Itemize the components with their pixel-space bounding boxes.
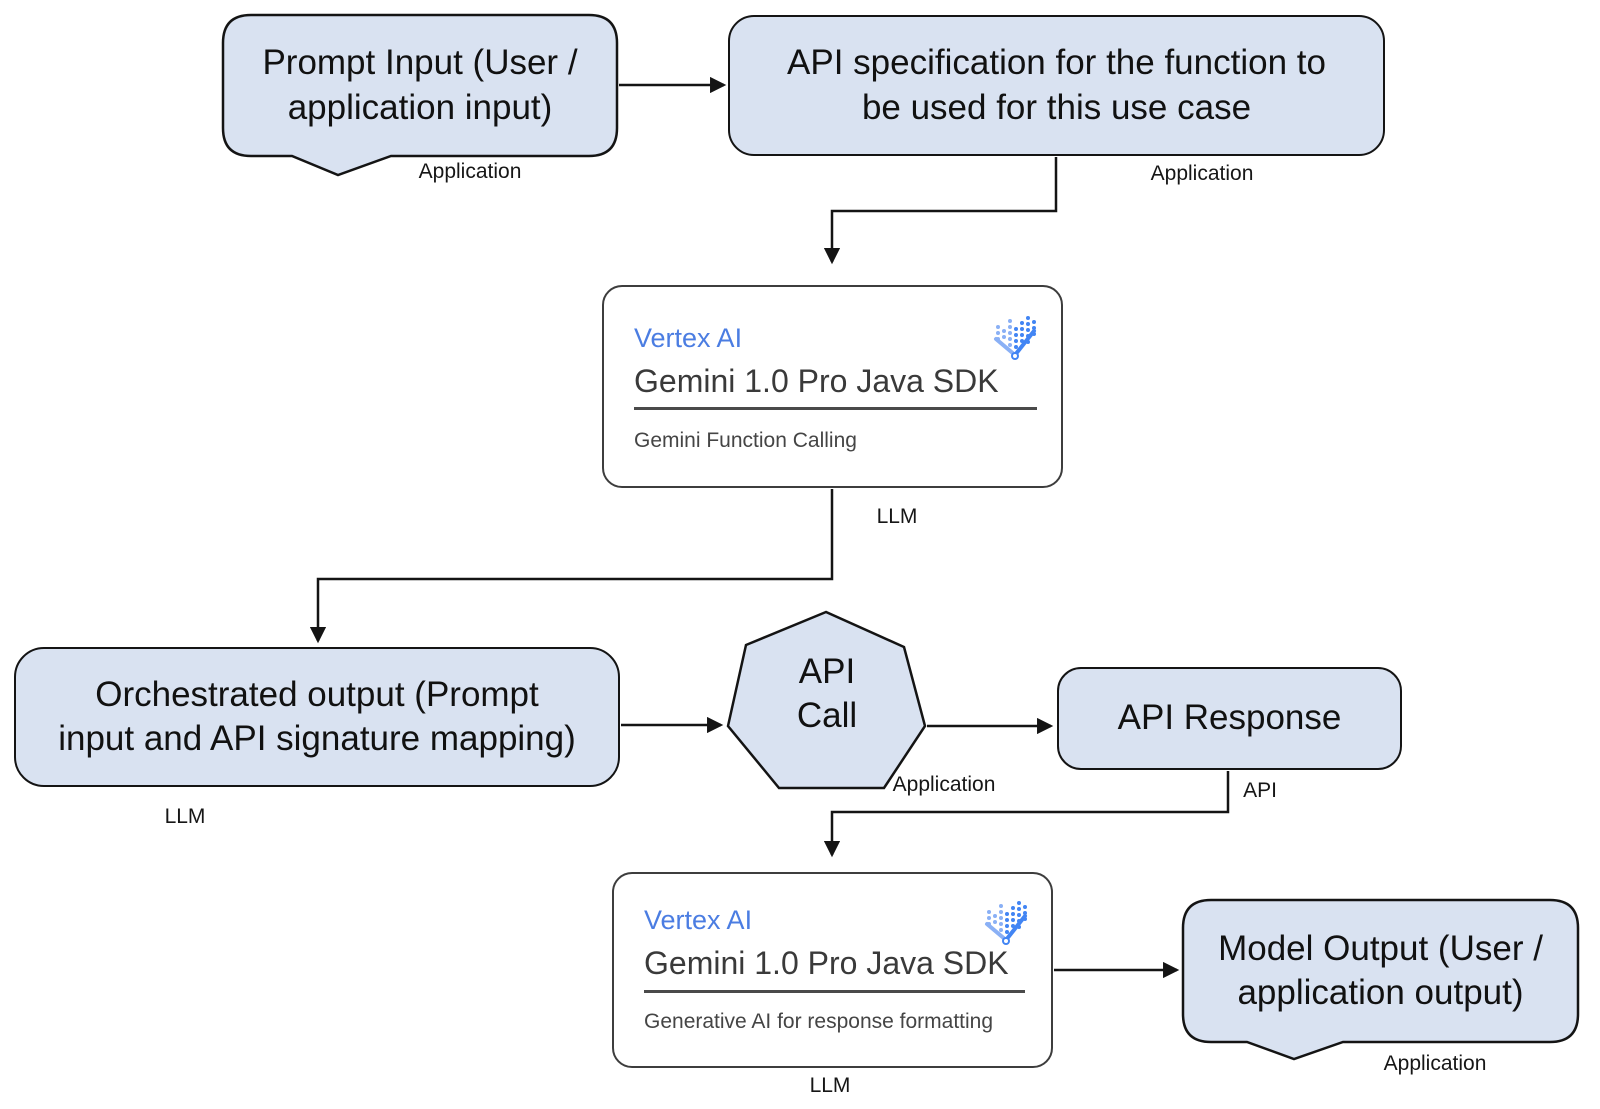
vertex-ai-brand-label: Vertex AI (634, 323, 743, 353)
node-line: application input) (287, 87, 553, 127)
tag-application: Application (1150, 162, 1254, 185)
node-line: Orchestrated output (Prompt (95, 674, 539, 714)
node-line: API specification for the function to (787, 43, 1326, 83)
tag-api: API (1243, 779, 1277, 802)
tag-application: Application (892, 773, 996, 796)
node-api-call-shape (726, 610, 927, 790)
gemini-sdk-label: Gemini 1.0 Pro Java SDK (644, 945, 1009, 981)
tag-application: Application (418, 160, 522, 183)
node-line: API (798, 651, 856, 691)
tag-llm: LLM (876, 505, 918, 528)
card-caption: Gemini Function Calling (634, 429, 857, 452)
node-prompt-input-label: Prompt Input (User / application input) (223, 15, 617, 156)
node-line: Model Output (User / (1218, 928, 1543, 968)
node-line: application output) (1237, 973, 1524, 1012)
node-line: Prompt Input (User / (262, 43, 578, 83)
card-divider (634, 407, 1037, 410)
gemini-sdk-label: Gemini 1.0 Pro Java SDK (634, 363, 999, 399)
tag-llm: LLM (809, 1074, 851, 1097)
connector-function-calling-card-to-orchestrated (309, 489, 834, 644)
tag-application: Application (1383, 1052, 1487, 1075)
connector-api-response-to-response-formatting-card (823, 771, 1230, 858)
vertex-ai-brand-label: Vertex AI (644, 905, 753, 935)
node-line: API Response (1117, 698, 1342, 738)
node-line: Call (796, 696, 858, 735)
node-function-calling-card: Vertex AI Gemini 1.0 Pro Java SDK Gemini… (602, 285, 1063, 488)
node-orchestrated-output: Orchestrated output (Prompt input and AP… (14, 647, 620, 787)
node-model-output-label: Model Output (User / application output) (1183, 900, 1578, 1042)
node-api-response: API Response (1057, 667, 1402, 770)
node-line: be used for this use case (861, 87, 1252, 127)
node-model-output-shape (1181, 898, 1580, 1061)
node-api-spec: API specification for the function to be… (728, 15, 1385, 156)
node-line: input and API signature mapping) (58, 719, 576, 758)
node-response-formatting-card: Vertex AI Gemini 1.0 Pro Java SDK Genera… (612, 872, 1053, 1068)
node-prompt-input-shape (221, 13, 619, 177)
tag-llm: LLM (164, 805, 206, 828)
vertex-ai-icon (994, 316, 1036, 360)
connector-apispec-to-function-calling-card (823, 157, 1058, 265)
card-divider (644, 990, 1025, 993)
node-api-call-label: API Call (728, 608, 926, 780)
vertex-ai-icon (985, 901, 1027, 945)
card-caption: Generative AI for response formatting (644, 1010, 994, 1033)
